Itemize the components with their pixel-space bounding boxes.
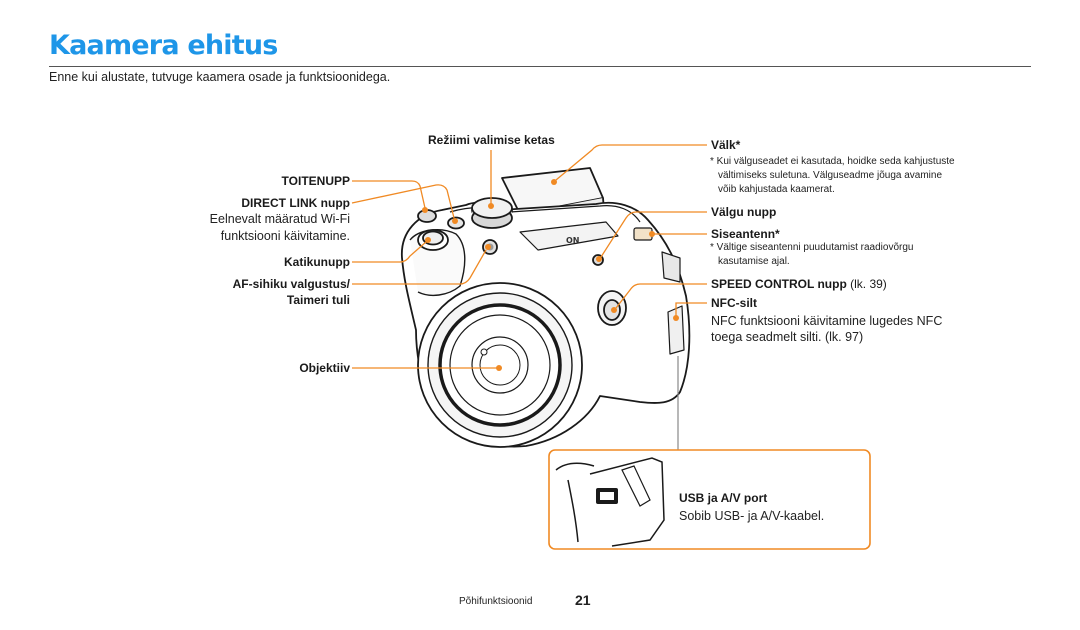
flash-note-3: võib kahjustada kaamerat. <box>718 184 835 195</box>
label-shutter-button: Katikunupp <box>284 255 350 269</box>
antenna-note-1: * Vältige siseantenni puudutamist raadio… <box>710 242 914 253</box>
flash-note-2: vältimiseks suletuna. Välguseadme jõuga … <box>718 170 943 181</box>
footer-section-name: Põhifunktsioonid <box>459 596 533 607</box>
usb-description: Sobib USB- ja A/V-kaabel. <box>679 509 825 523</box>
intro-text: Enne kui alustate, tutvuge kaamera osade… <box>49 70 391 84</box>
label-usb-av-port: USB ja A/V port <box>679 491 768 505</box>
flash-note-1: * Kui välguseadet ei kasutada, hoidke se… <box>710 156 955 167</box>
antenna-note-2: kasutamise ajal. <box>718 256 790 267</box>
nfc-tag <box>667 305 685 355</box>
usb-inset <box>548 449 871 550</box>
page-number: 21 <box>575 592 591 608</box>
label-lens: Objektiiv <box>299 361 350 375</box>
page-title: Kaamera ehitus <box>49 30 278 61</box>
title-divider <box>49 66 1031 67</box>
label-antenna: Siseantenn* <box>711 227 780 241</box>
label-power-button: TOITENUPP <box>281 174 350 188</box>
label-nfc-tag: NFC-silt <box>711 296 757 310</box>
direct-link-description-1: Eelnevalt määratud Wi-Fi <box>209 212 350 226</box>
label-af-assist-lamp-1: AF-sihiku valgustus/ <box>232 277 350 291</box>
speed-control-page-ref: (lk. 39) <box>846 277 887 291</box>
label-speed-control: SPEED CONTROL nupp (lk. 39) <box>711 277 887 292</box>
label-af-assist-lamp-2: Taimeri tuli <box>286 293 350 307</box>
leader-lines <box>351 144 707 501</box>
label-flash: Välk* <box>711 138 741 152</box>
label-direct-link-button: DIRECT LINK nupp <box>241 196 350 210</box>
label-mode-dial: Režiimi valimise ketas <box>428 133 555 147</box>
nfc-description-2: toega seadmelt silti. (lk. 97) <box>711 330 864 344</box>
speed-control-name: SPEED CONTROL nupp <box>711 277 847 291</box>
camera-illustration: ON <box>401 167 691 448</box>
direct-link-description-2: funktsiooni käivitamine. <box>220 229 350 243</box>
label-flash-button: Välgu nupp <box>711 205 777 219</box>
svg-text:ON: ON <box>566 236 580 245</box>
nfc-description-1: NFC funktsiooni käivitamine lugedes NFC <box>711 314 943 328</box>
